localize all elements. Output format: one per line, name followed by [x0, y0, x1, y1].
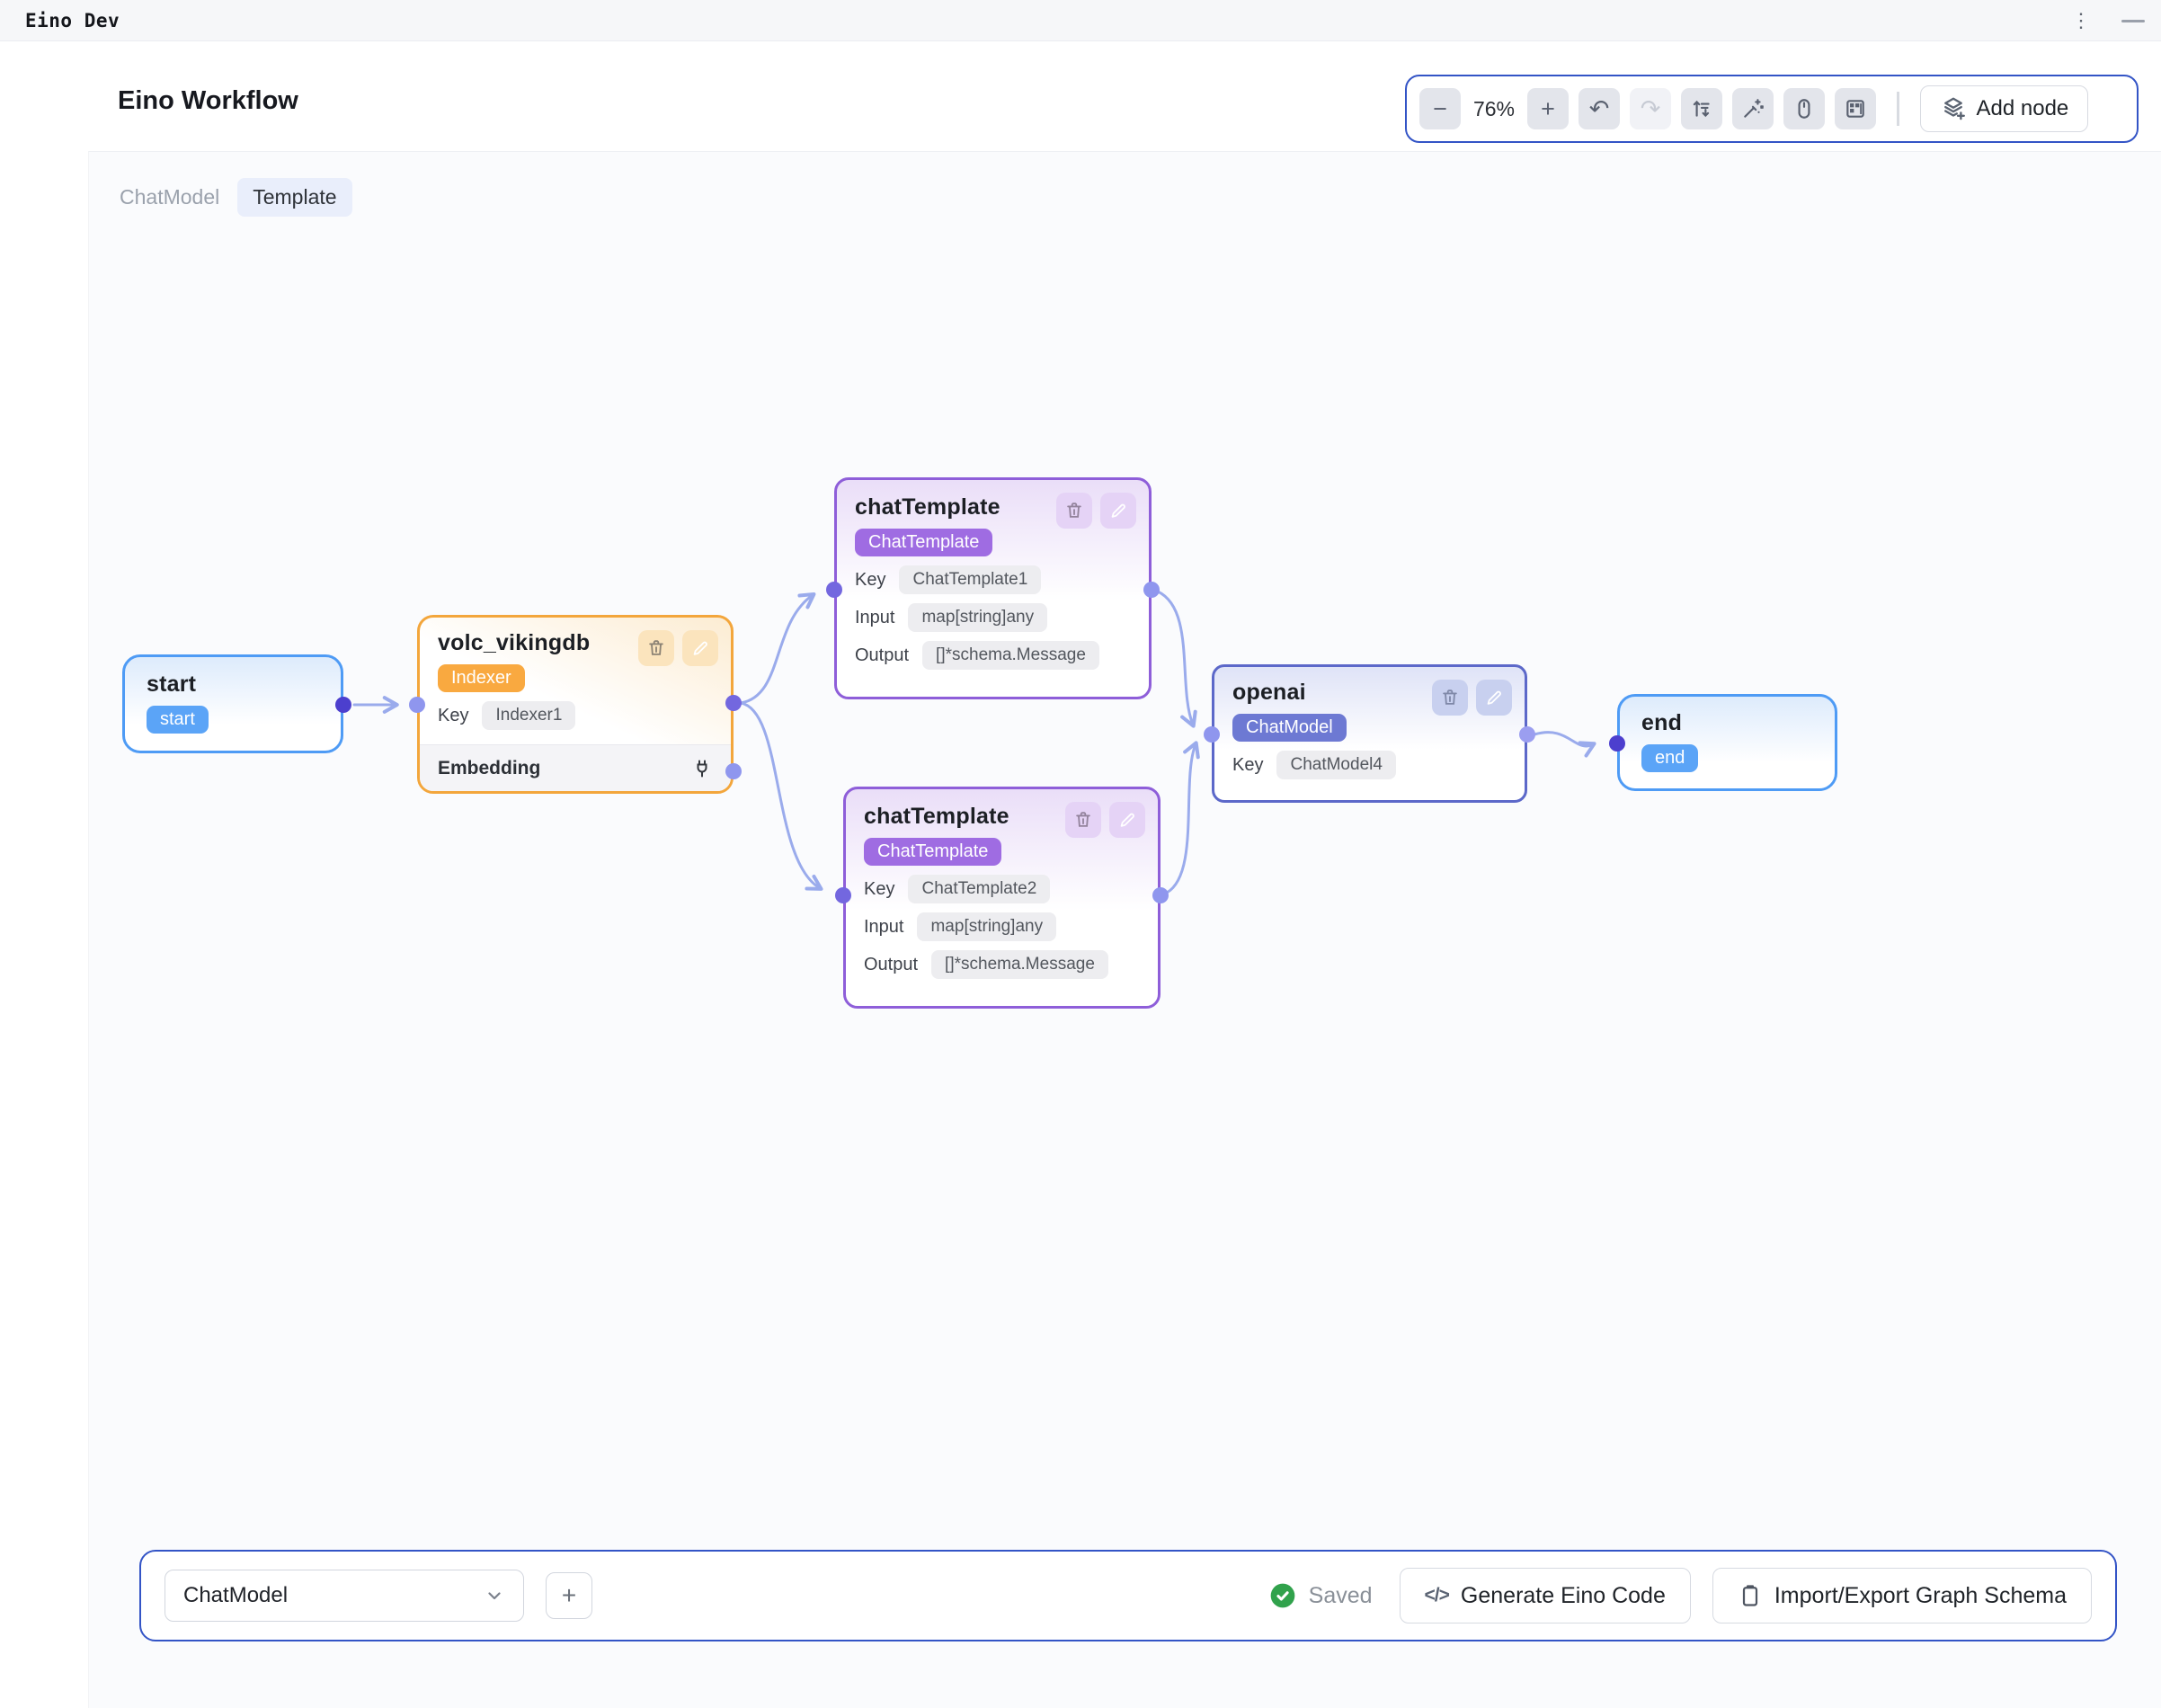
input-value-chip: map[string]any [917, 912, 1057, 941]
zoom-level: 76% [1472, 96, 1516, 120]
redo-icon: ↷ [1640, 94, 1661, 122]
pencil-icon [1120, 813, 1134, 827]
window-titlebar: Eino Dev ⋮ [0, 0, 2161, 41]
add-node-label: Add node [1976, 96, 2069, 120]
key-label: Key [438, 705, 469, 725]
delete-node-button[interactable] [1065, 802, 1101, 838]
chevron-down-icon [488, 1592, 501, 1600]
edit-node-button[interactable] [1100, 493, 1136, 529]
edit-node-button[interactable] [1109, 802, 1145, 838]
pencil-icon [1111, 503, 1125, 518]
key-label: Key [855, 569, 886, 590]
trash-icon [1443, 689, 1457, 705]
node-chattemplate-2[interactable]: chatTemplate ChatTemplate Key ChatTempla… [843, 787, 1161, 1009]
zoom-in-button[interactable]: + [1527, 88, 1569, 129]
layers-plus-icon [1943, 97, 1965, 120]
node-type-badge: end [1641, 744, 1699, 772]
minimap-panel-button[interactable] [1835, 88, 1876, 129]
node-start[interactable]: start start [122, 654, 343, 753]
edit-node-button[interactable] [1476, 680, 1512, 716]
window-title: Eino Dev [25, 9, 120, 31]
delete-node-button[interactable] [1056, 493, 1092, 529]
node-type-select-value: ChatModel [183, 1583, 289, 1607]
key-value-chip: ChatModel4 [1276, 751, 1396, 779]
auto-layout-button[interactable] [1681, 88, 1722, 129]
bottom-action-bar: ChatModel + Saved </> Generate Eino Code [139, 1550, 2117, 1641]
add-node-quick-button[interactable]: + [546, 1572, 592, 1619]
node-type-select[interactable]: ChatModel [165, 1570, 524, 1622]
magic-fix-button[interactable] [1732, 88, 1774, 129]
mouse-icon [1798, 99, 1810, 119]
clipboard-icon [1742, 1585, 1757, 1606]
add-node-button[interactable]: Add node [1919, 85, 2089, 132]
panel-grid-icon [1846, 100, 1864, 118]
plus-icon: + [1541, 94, 1555, 122]
check-circle-icon [1270, 1583, 1294, 1608]
embedding-section[interactable]: Embedding [420, 744, 731, 791]
tab-template[interactable]: Template [237, 178, 352, 217]
node-volc-vikingdb[interactable]: volc_vikingdb Indexer Key Indexer1 [417, 615, 734, 794]
import-export-label: Import/Export Graph Schema [1774, 1582, 2067, 1608]
node-type-badge: ChatModel [1232, 714, 1347, 742]
pencil-icon [693, 641, 707, 655]
edit-node-button[interactable] [682, 630, 718, 666]
magic-wand-icon [1744, 99, 1764, 118]
redo-button[interactable]: ↷ [1630, 88, 1671, 129]
key-value-chip: Indexer1 [482, 701, 576, 730]
output-value-chip: []*schema.Message [922, 641, 1099, 670]
pencil-icon [1487, 690, 1501, 705]
embedding-label: Embedding [438, 757, 541, 778]
output-value-chip: []*schema.Message [931, 950, 1108, 979]
undo-icon: ↶ [1588, 94, 1610, 122]
delete-node-button[interactable] [638, 630, 674, 666]
toolbar-divider [1897, 92, 1899, 126]
node-type-badge: start [147, 706, 209, 734]
auto-layout-icon [1693, 100, 1710, 118]
delete-node-button[interactable] [1432, 680, 1468, 716]
import-export-schema-button[interactable]: Import/Export Graph Schema [1712, 1568, 2092, 1623]
node-title: chatTemplate [864, 804, 1009, 829]
input-label: Input [864, 916, 904, 937]
node-type-badge: Indexer [438, 664, 525, 692]
key-label: Key [1232, 754, 1264, 775]
code-icon: </> [1424, 1585, 1450, 1606]
generate-label: Generate Eino Code [1460, 1582, 1666, 1608]
node-type-badge: ChatTemplate [864, 838, 1002, 866]
input-value-chip: map[string]any [908, 603, 1048, 632]
sidebar [0, 41, 88, 1708]
tab-chatmodel[interactable]: ChatModel [120, 185, 220, 209]
node-type-badge: ChatTemplate [855, 529, 993, 556]
saved-label: Saved [1308, 1582, 1373, 1608]
key-value-chip: ChatTemplate1 [899, 565, 1042, 594]
kebab-menu-icon[interactable]: ⋮ [2071, 9, 2091, 31]
input-label: Input [855, 607, 895, 627]
node-title: end [1641, 710, 1683, 735]
output-label: Output [864, 954, 919, 974]
node-title: openai [1232, 680, 1306, 705]
output-label: Output [855, 645, 910, 665]
node-title: volc_vikingdb [438, 630, 591, 655]
minus-icon: − [1433, 94, 1447, 122]
node-title: start [147, 672, 197, 697]
workflow-tabs: ChatModel Template [120, 178, 352, 217]
node-openai[interactable]: openai ChatModel Key ChatModel4 [1212, 664, 1527, 803]
node-title: chatTemplate [855, 494, 1000, 520]
node-end[interactable]: end end [1617, 694, 1837, 791]
key-label: Key [864, 878, 895, 899]
canvas-toolbar: − 76% + ↶ ↷ [1405, 75, 2139, 143]
page-title: Eino Workflow [118, 86, 298, 115]
trash-icon [1076, 812, 1090, 827]
key-value-chip: ChatTemplate2 [908, 875, 1051, 903]
save-status: Saved [1268, 1581, 1373, 1610]
trash-icon [649, 640, 663, 655]
trash-icon [1067, 503, 1081, 518]
undo-button[interactable]: ↶ [1579, 88, 1620, 129]
minimize-icon[interactable] [2121, 19, 2145, 22]
zoom-out-button[interactable]: − [1419, 88, 1461, 129]
mouse-mode-button[interactable] [1783, 88, 1825, 129]
plug-icon [697, 760, 707, 777]
generate-eino-code-button[interactable]: </> Generate Eino Code [1399, 1568, 1691, 1623]
node-chattemplate-1[interactable]: chatTemplate ChatTemplate Key ChatTempla… [834, 477, 1152, 699]
plus-icon: + [561, 1581, 577, 1609]
